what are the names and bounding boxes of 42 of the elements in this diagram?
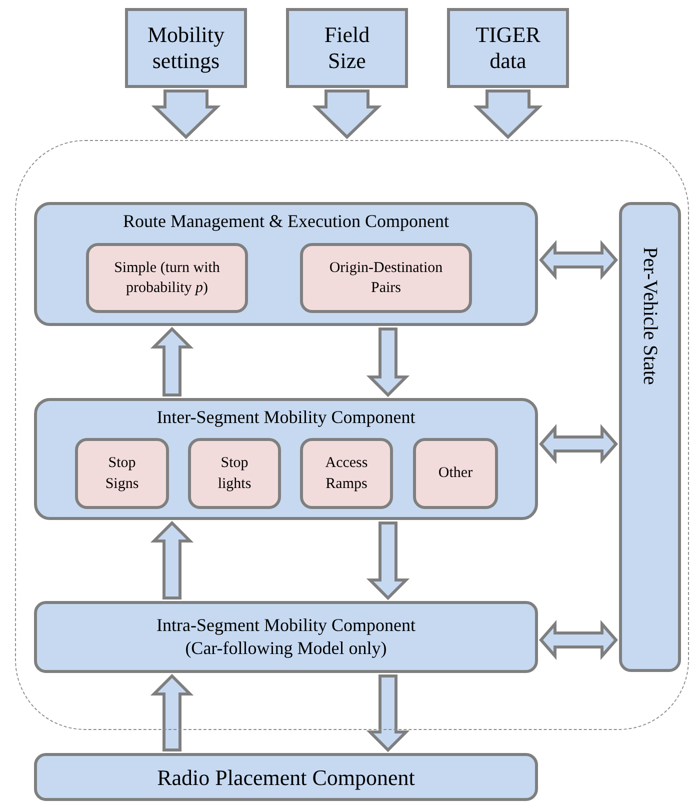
box-label: Stop lights	[216, 454, 252, 494]
block-arrow	[150, 520, 194, 600]
box-label: Inter-Segment Mobility Component	[156, 407, 416, 429]
block-arrow	[539, 620, 618, 660]
option-box	[75, 438, 169, 509]
box-label: TIGER data	[474, 22, 542, 74]
box-label: Field Size	[323, 22, 371, 74]
component-box	[34, 202, 538, 326]
dashed-boundary	[15, 140, 689, 730]
component-box	[34, 398, 538, 520]
box-label: Origin-Destination Pairs	[328, 258, 444, 298]
block-arrow	[151, 90, 221, 140]
input-box	[447, 8, 569, 88]
box-label: Stop Signs	[104, 454, 140, 494]
block-arrow	[150, 326, 194, 396]
block-arrow	[150, 674, 194, 752]
box-label: Access Ramps	[324, 454, 369, 494]
input-box	[286, 8, 408, 88]
box-label: Simple (turn with probability p)	[113, 258, 221, 298]
block-arrow	[539, 240, 618, 280]
vertical-label: Per-Vehicle State	[638, 247, 662, 385]
option-box	[300, 438, 393, 509]
block-arrow	[366, 674, 410, 752]
box-label: Other	[438, 464, 473, 484]
box-label: Mobility settings	[146, 22, 226, 74]
component-box	[34, 753, 538, 801]
box-label: Intra-Segment Mobility Component	[156, 614, 416, 637]
block-arrow	[473, 90, 543, 140]
component-box	[34, 601, 538, 673]
state-bar	[619, 202, 681, 672]
block-arrow	[312, 90, 382, 140]
block-arrow	[366, 522, 410, 600]
option-box	[413, 438, 498, 509]
block-arrow	[366, 328, 410, 398]
box-label: Route Management & Execution Component	[123, 211, 449, 233]
option-box	[86, 243, 248, 313]
box-label: Radio Placement Component	[157, 764, 415, 792]
input-box	[125, 8, 247, 88]
option-box	[188, 438, 281, 509]
box-label: (Car-following Model only)	[185, 637, 387, 660]
block-arrow	[539, 424, 618, 464]
option-box	[300, 243, 472, 313]
